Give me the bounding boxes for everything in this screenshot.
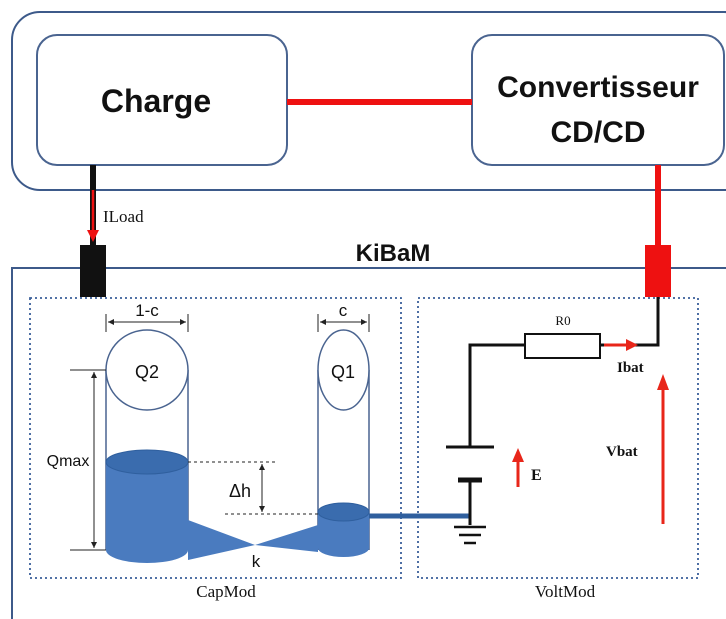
tank-q1 xyxy=(317,329,370,557)
r0-label: R0 xyxy=(555,313,570,328)
converter-block: Convertisseur CD/CD xyxy=(471,34,725,166)
voltmod-circuit xyxy=(468,297,660,525)
qmax-label: Qmax xyxy=(47,453,90,470)
q1-label: Q1 xyxy=(331,362,355,382)
kibam-title: KiBaM xyxy=(356,240,431,267)
width-right-label: c xyxy=(339,301,348,320)
ibat-arrow xyxy=(604,339,638,351)
charge-block: Charge xyxy=(36,34,288,166)
vbat-arrow xyxy=(657,374,669,524)
valve-k xyxy=(188,520,318,560)
resistor-r0 xyxy=(524,333,601,359)
width-dimension-left xyxy=(105,314,189,332)
capmod-box xyxy=(29,297,402,579)
delta-h-dimension xyxy=(188,461,318,515)
system-frame xyxy=(11,11,726,191)
capmod-title: CapMod xyxy=(196,582,256,601)
kibam-frame xyxy=(11,267,726,619)
ibat-label: Ibat xyxy=(617,360,644,376)
iload-label: ILoad xyxy=(103,207,144,226)
delta-h-label: Δh xyxy=(229,481,251,501)
tank-q2 xyxy=(105,329,189,563)
ground-icon xyxy=(454,525,486,545)
converter-label-line2: CD/CD xyxy=(551,116,646,149)
battery-symbol xyxy=(446,445,494,483)
vbat-label: Vbat xyxy=(606,444,638,460)
voltmod-title: VoltMod xyxy=(535,582,596,601)
width-dimension-right xyxy=(317,314,370,332)
iload-arrow xyxy=(87,190,99,242)
qmax-dimension xyxy=(70,369,106,551)
charge-label: Charge xyxy=(101,83,211,119)
q2-label: Q2 xyxy=(135,362,159,382)
converter-connector xyxy=(645,245,671,297)
e-label: E xyxy=(531,467,542,484)
width-left-label: 1-c xyxy=(135,301,159,320)
load-connector xyxy=(80,245,106,297)
e-arrow xyxy=(512,448,524,487)
converter-label-line1: Convertisseur xyxy=(497,71,699,104)
k-label: k xyxy=(252,552,261,571)
voltmod-box xyxy=(417,297,699,579)
